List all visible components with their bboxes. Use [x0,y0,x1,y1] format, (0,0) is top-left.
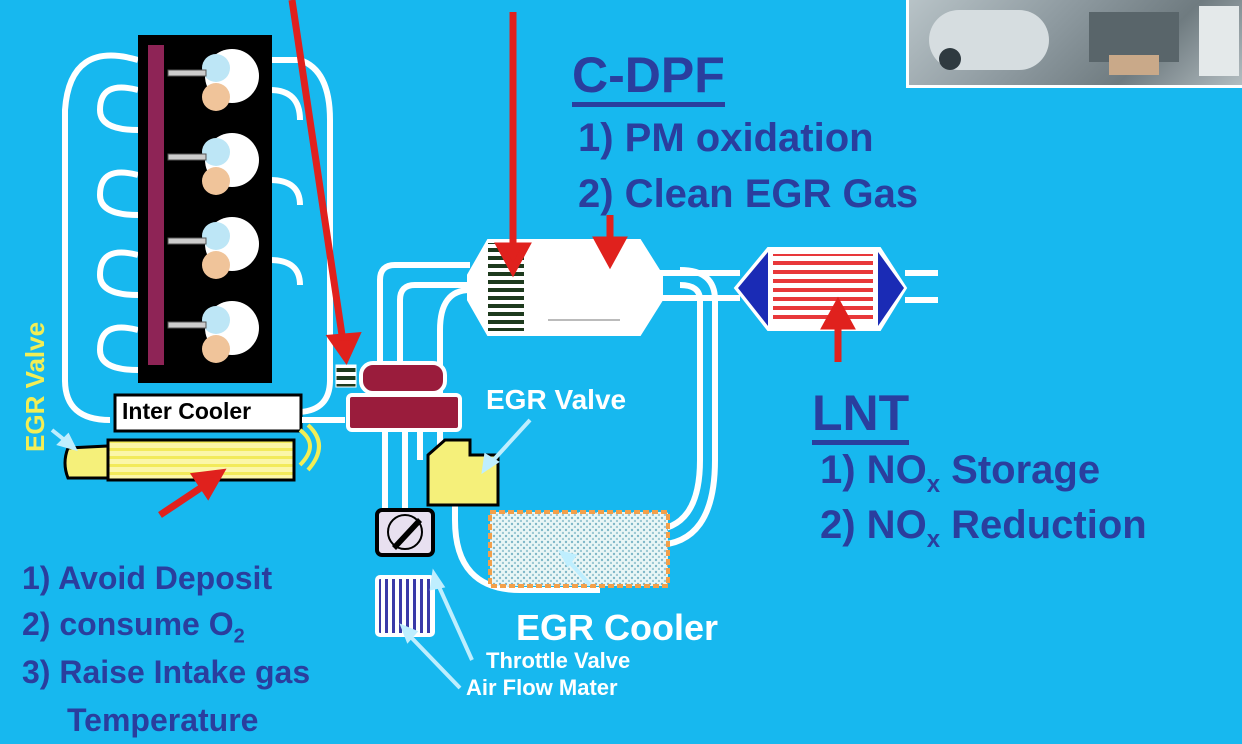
cdpf-title: C-DPF [572,50,725,107]
injectors [167,69,207,329]
lnt-item-2-sub: x [926,526,941,553]
inter-cooler-label: Inter Cooler [122,398,252,424]
cdpf-item-2: 2) Clean EGR Gas [578,172,919,216]
cdpf-item-1: 1) PM oxidation [578,116,874,160]
egr-cooler-label: EGR Cooler [516,607,719,648]
intake-runners [62,52,333,423]
lnt-item-1-sub: x [926,471,941,498]
lnt-item-1-rest: Storage [940,448,1101,492]
lnt-title: LNT [812,388,910,445]
cylinders [202,49,259,363]
note-item-1: 1) Avoid Deposit [22,560,273,596]
egr-valve-mid [426,438,500,507]
note-item-3: 3) Raise Intake gas [22,654,311,690]
note-item-3-cont: Temperature [67,702,259,738]
throttle-valve [375,508,435,557]
lnt-item-2-prefix: 2) NO [820,503,927,547]
air-flow-meter-label: Air Flow Mater [466,675,618,700]
throttle-valve-label: Throttle Valve [486,648,631,673]
engine-block [138,35,272,383]
note-item-2-prefix: 2) consume O [22,606,234,642]
red-arrows [158,0,856,518]
lnt-item-1: 1) NOx Storage [820,450,1100,497]
central-pipes [377,262,718,593]
lnt-item-2-rest: Reduction [940,503,1147,547]
note-item-2-sub: 2 [233,625,245,648]
label-pointers [50,418,592,690]
lnt-item-2: 2) NOx Reduction [820,505,1147,552]
note-item-2: 2) consume O2 [22,608,245,646]
lnt-item-1-prefix: 1) NO [820,448,927,492]
egr-valve-mid-label: EGR Valve [486,384,627,415]
turbocharger [335,361,462,432]
lnt-canister [733,247,938,331]
lab-photo [906,0,1242,88]
egr-valve-left-label: EGR Valve [20,321,50,452]
